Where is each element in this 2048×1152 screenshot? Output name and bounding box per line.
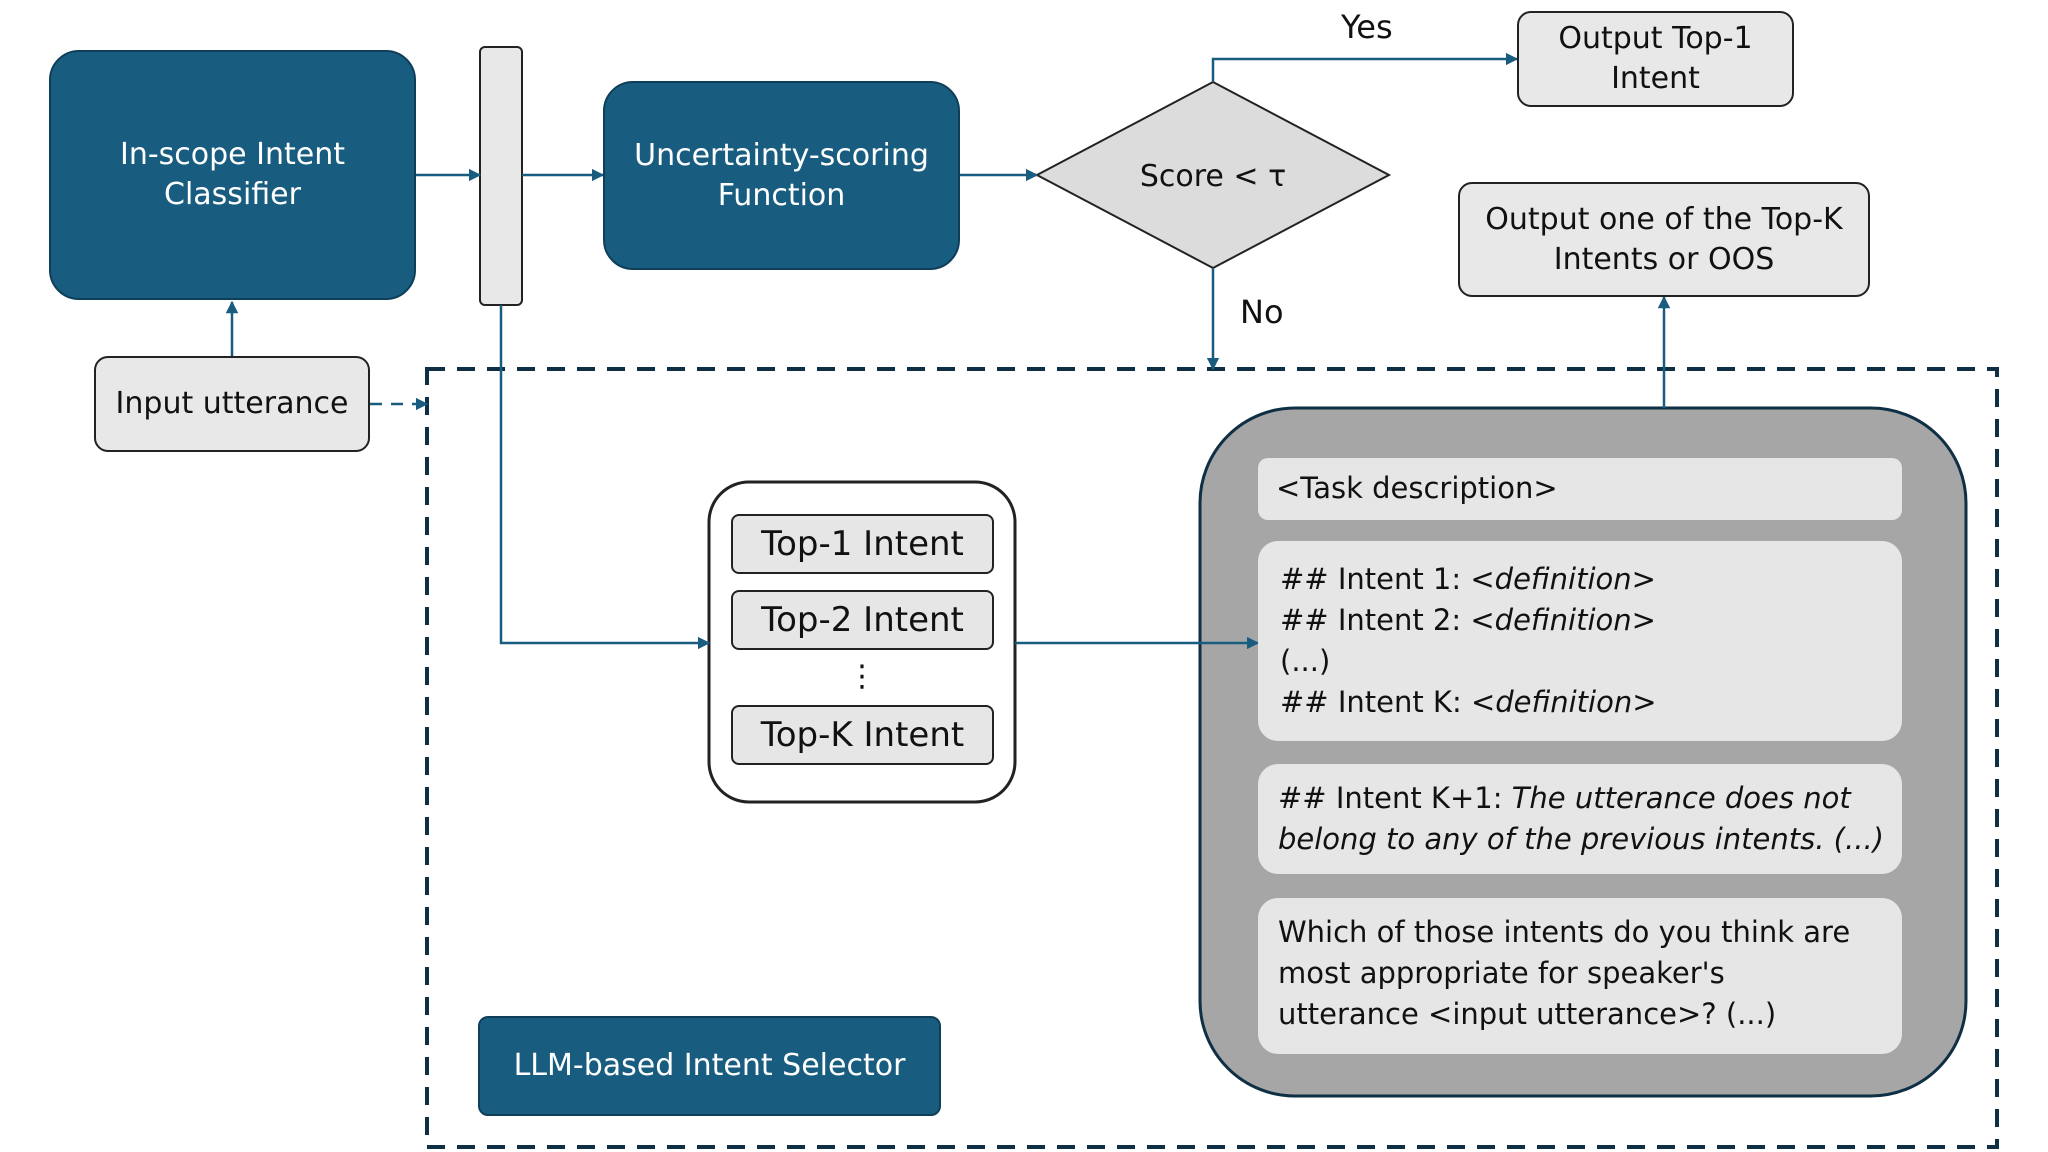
definition-line-ellipsis: (...)	[1280, 641, 1880, 682]
intent-top1: Top-1 Intent	[731, 514, 994, 574]
classifier-line-1: In-scope Intent	[119, 137, 346, 172]
definition-line-k: ## Intent K: <definition>	[1280, 682, 1880, 723]
question-line-1: Which of those intents do you think are	[1278, 915, 1851, 949]
output-top1-node: Output Top-1 Intent	[1517, 11, 1794, 107]
definition-k-text: <definition>	[1470, 685, 1657, 719]
decision-diamond	[1034, 80, 1392, 270]
definition-2-prefix: ## Intent 2:	[1280, 603, 1471, 637]
yes-label: Yes	[1341, 8, 1393, 46]
question-card: Which of those intents do you think are …	[1258, 898, 1902, 1054]
oos-line-2: belong to any of the previous intents. (…	[1278, 819, 1884, 860]
task-description-text: <Task description>	[1276, 471, 1558, 505]
output-topk-node: Output one of the Top-K Intents or OOS	[1458, 182, 1870, 297]
question-line-2: most appropriate for speaker's	[1278, 956, 1725, 990]
input-utterance-node: Input utterance	[94, 356, 370, 452]
output-topk-line-1: Output one of the Top-K	[1485, 201, 1843, 237]
oos-text-1: The utterance does not	[1511, 781, 1851, 815]
definitions-card: ## Intent 1: <definition> ## Intent 2: <…	[1258, 541, 1902, 741]
definition-2-text: <definition>	[1470, 603, 1656, 637]
uncertainty-node: Uncertainty-scoring Function	[603, 81, 960, 270]
task-description-card: <Task description>	[1258, 458, 1902, 520]
intent-top2: Top-2 Intent	[731, 590, 994, 650]
oos-prefix: ## Intent K+1:	[1278, 781, 1512, 815]
classifier-node: In-scope Intent Classifier	[49, 50, 416, 300]
definition-line-1: ## Intent 1: <definition>	[1280, 559, 1880, 600]
decision-label: Score < τ	[1140, 159, 1286, 194]
output-top1-line-2: Intent	[1611, 61, 1700, 96]
output-top1-line-1: Output Top-1	[1558, 21, 1753, 56]
edge-yes	[1211, 52, 1519, 82]
intent-ellipsis: ⋮	[847, 658, 877, 694]
intent-topk: Top-K Intent	[731, 705, 994, 765]
llm-selector-node: LLM-based Intent Selector	[478, 1016, 941, 1116]
output-topk-line-2: Intents or OOS	[1553, 241, 1775, 277]
definition-line-2: ## Intent 2: <definition>	[1280, 600, 1880, 641]
uncertainty-line-2: Function	[717, 177, 846, 213]
oos-text-2: belong to any of the previous intents. (…	[1278, 822, 1884, 856]
edge-bar-to-intents	[499, 305, 711, 650]
uncertainty-line-1: Uncertainty-scoring	[634, 137, 929, 173]
embedding-bar	[479, 46, 523, 306]
oos-card: ## Intent K+1: The utterance does not be…	[1258, 764, 1902, 874]
definition-1-text: <definition>	[1470, 562, 1656, 596]
definition-k-prefix: ## Intent K:	[1280, 685, 1471, 719]
definition-ellipsis-text: (...)	[1280, 644, 1331, 678]
llm-selector-label: LLM-based Intent Selector	[513, 1048, 906, 1083]
oos-line-1: ## Intent K+1: The utterance does not	[1278, 778, 1882, 819]
question-line-3: utterance <input utterance>? (...)	[1278, 997, 1777, 1031]
input-utterance-label: Input utterance	[115, 386, 349, 421]
no-label: No	[1240, 293, 1284, 331]
definition-1-prefix: ## Intent 1:	[1280, 562, 1471, 596]
classifier-line-2: Classifier	[164, 177, 301, 212]
edges	[225, 52, 1671, 650]
